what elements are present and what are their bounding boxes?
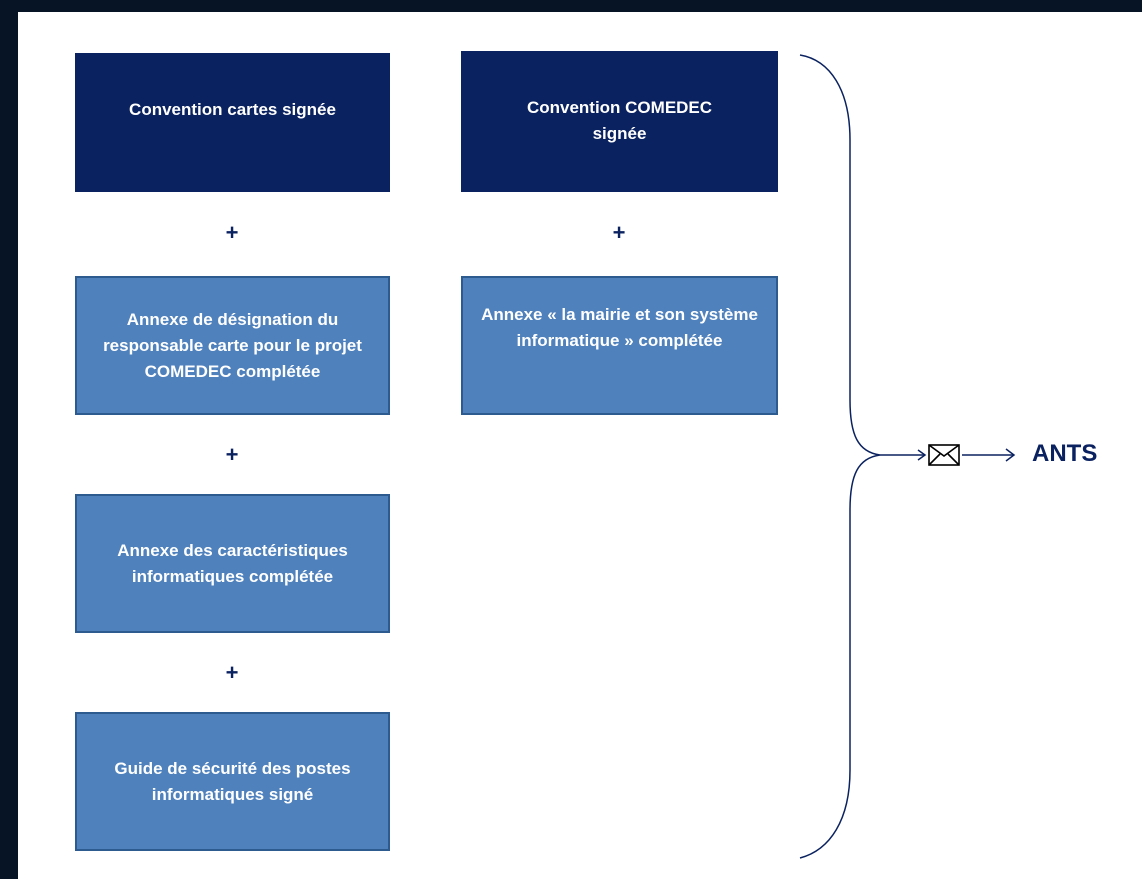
plus-sign-1: + xyxy=(225,220,239,245)
curly-brace xyxy=(799,54,881,859)
box-convention-comedec-label: Convention COMEDEC signée xyxy=(526,98,713,143)
box-annexe-designation-label: Annexe de désignation du responsable car… xyxy=(103,309,362,381)
destination-label: ANTS xyxy=(1032,440,1098,467)
envelope-icon xyxy=(928,444,960,466)
arrow-right-icon xyxy=(962,448,1016,462)
box-guide-securite-label: Guide de sécurité des postes informatiqu… xyxy=(114,758,351,804)
box-convention-comedec: Convention COMEDEC signée xyxy=(461,51,778,192)
box-annexe-designation: Annexe de désignation du responsable car… xyxy=(75,276,390,415)
box-convention-cartes-label: Convention cartes signée xyxy=(129,100,336,119)
box-convention-cartes: Convention cartes signée xyxy=(75,53,390,192)
arrow-in xyxy=(880,449,927,461)
box-annexe-caracteristiques-label: Annexe des caractéristiques informatique… xyxy=(117,540,348,586)
box-annexe-mairie-label: Annexe « la mairie et son système inform… xyxy=(481,305,758,350)
plus-sign-2: + xyxy=(225,442,239,467)
plus-sign-4: + xyxy=(612,220,626,245)
plus-sign-3: + xyxy=(225,660,239,685)
box-annexe-mairie: Annexe « la mairie et son système inform… xyxy=(461,276,778,415)
box-guide-securite: Guide de sécurité des postes informatiqu… xyxy=(75,712,390,851)
box-annexe-caracteristiques: Annexe des caractéristiques informatique… xyxy=(75,494,390,633)
